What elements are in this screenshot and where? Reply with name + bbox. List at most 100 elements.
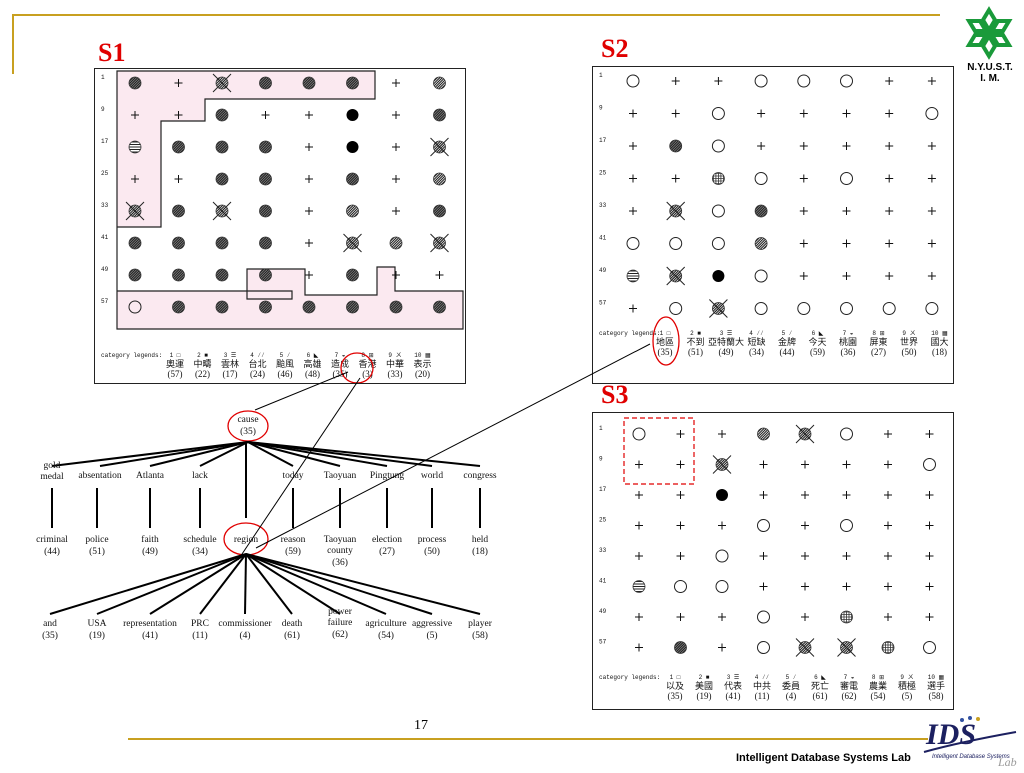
svg-text:process: process [418,535,447,545]
tree-level3-node: commissioner(4) [218,619,272,641]
som-node [259,236,272,250]
svg-text:(36): (36) [332,557,348,568]
legend-count: (5) [902,691,913,701]
som-node [635,521,643,530]
som-node [433,172,446,186]
svg-text:(4): (4) [239,630,250,641]
som-node [884,460,892,469]
som-node [392,207,400,215]
som-node [718,643,726,652]
som-node [711,204,725,218]
som-node [215,140,229,154]
som-node [757,519,770,532]
legend-term: 雲林 [221,358,239,370]
som-node [259,300,272,314]
som-node [840,74,853,88]
row-label: 49 [101,266,109,273]
som-node [389,236,403,250]
tree-level1-node: lack [192,471,208,481]
som-node [259,76,272,90]
som-node [433,108,446,122]
som-node [925,552,934,560]
som-node [433,204,446,218]
som-node [754,204,768,218]
som-node [884,552,892,560]
som-node [131,111,139,119]
som-node [754,172,768,185]
university-logo [964,6,1014,65]
row-label: 57 [101,298,109,305]
som-node [305,143,313,151]
legend-highlight-ellipse [652,316,680,366]
som-node [671,174,680,183]
som-node [671,109,680,118]
legend-term: 農業 [869,680,887,692]
svg-text:(41): (41) [142,630,158,641]
legend-count: (33) [388,369,403,379]
som-node [392,143,400,151]
legend-number: 9 ㄨ [900,674,913,681]
som-node [676,460,685,469]
legend-count: (58) [929,691,944,701]
som-node [885,207,894,215]
legend-count: (61) [813,691,828,701]
som-node [927,207,936,215]
university-logo-text: N.Y.U.S.T. I. M. [956,62,1024,84]
svg-text:(62): (62) [332,629,348,640]
som-node [626,237,640,250]
legend-title: category legends: [101,352,162,359]
som-node [174,175,183,183]
som-node [215,108,229,122]
tree-level1-node: Taoyuan [324,471,357,481]
lab-logo-icon: IDS Intelligent Database Systems Lab [923,716,1017,769]
som-node [842,207,851,215]
som-node [125,201,145,221]
page-number: 17 [414,718,428,733]
svg-text:(44): (44) [44,546,60,557]
legend-term: 中疇 [193,358,211,370]
tree-level2-node: reason(59) [281,535,306,557]
row-label: 17 [599,486,607,493]
som-node [305,271,313,279]
som-node [172,300,185,314]
legend-count: (11) [755,691,770,701]
svg-text:(19): (19) [89,630,105,641]
cluster-region [116,70,464,330]
som-node [927,239,936,248]
tree-level2-node: schedule(34) [183,535,216,557]
legend-number: 5 ⁄ [786,674,797,681]
svg-text:county: county [327,546,353,556]
som-node [799,142,808,150]
som-node [925,613,934,621]
row-label: 57 [599,639,607,646]
som-node [346,300,359,314]
legend-count: (59) [810,347,825,357]
som-node [801,552,809,560]
lab-name: Intelligent Database Systems Lab [736,752,911,764]
som-node [923,641,936,654]
som-node [343,233,362,253]
legend-count: (48) [305,369,320,379]
legend-term: 審電 [840,680,858,692]
legend-count: (36) [841,347,856,357]
svg-text:(58): (58) [472,630,488,641]
tree-level2-node: election(27) [372,535,402,557]
legend-number: 5 ⁄ [280,352,291,359]
legend-number: 2 ■ [699,674,710,681]
tree-level1-node: congress [463,471,497,481]
som-node [799,109,808,118]
som-node [392,79,400,87]
som-node [927,174,936,183]
legend-number: 9 ㄨ [388,352,401,359]
som-node [925,491,934,499]
legend-number: 7 ◒ [843,330,854,337]
som-node [885,174,894,183]
legend-term: 積極 [898,680,916,692]
tree-level3-node: player(58) [468,619,493,641]
som-node [797,302,811,315]
som-node [676,521,685,530]
som-node [842,552,851,560]
